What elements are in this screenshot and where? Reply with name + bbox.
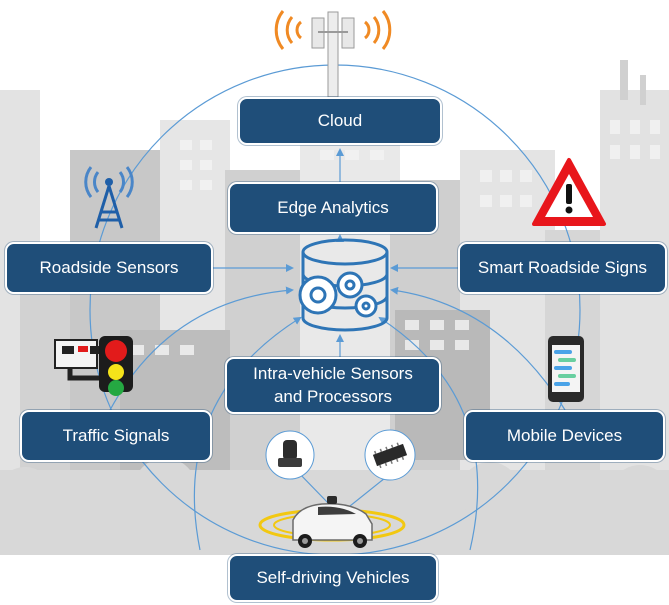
mobile-devices-label: Mobile Devices <box>506 425 623 445</box>
roadside-sensors-node: Roadside Sensors <box>5 242 213 294</box>
smartphone-icon <box>548 336 584 402</box>
lidar-sensor-icon <box>265 430 315 480</box>
intra-vehicle-label-line2: and Processors <box>273 386 393 406</box>
chip-icon <box>364 429 416 481</box>
edge-analytics-node: Edge Analytics <box>228 182 438 234</box>
roadside-sensors-label: Roadside Sensors <box>39 257 179 277</box>
smart-roadside-signs-node: Smart Roadside Signs <box>458 242 667 294</box>
traffic-light-icon <box>54 336 133 396</box>
intra-vehicle-node: Intra-vehicle Sensors and Processors <box>225 357 441 414</box>
warning-sign-icon <box>532 158 606 226</box>
antenna-icon <box>84 166 134 229</box>
edge-analytics-label: Edge Analytics <box>277 197 389 217</box>
self-driving-vehicles-node: Self-driving Vehicles <box>228 554 438 602</box>
cell-tower-icon <box>274 10 392 98</box>
database-gears-icon <box>298 238 389 332</box>
traffic-signals-node: Traffic Signals <box>20 410 212 462</box>
cloud-label: Cloud <box>317 110 363 130</box>
traffic-signals-label: Traffic Signals <box>62 425 170 445</box>
mobile-devices-node: Mobile Devices <box>464 410 665 462</box>
self-driving-car-icon <box>258 496 406 548</box>
self-driving-vehicles-label: Self-driving Vehicles <box>256 567 410 587</box>
intra-vehicle-label-line1: Intra-vehicle Sensors <box>253 364 413 384</box>
smart-roadside-signs-label: Smart Roadside Signs <box>477 257 648 277</box>
cloud-node: Cloud <box>238 97 442 145</box>
